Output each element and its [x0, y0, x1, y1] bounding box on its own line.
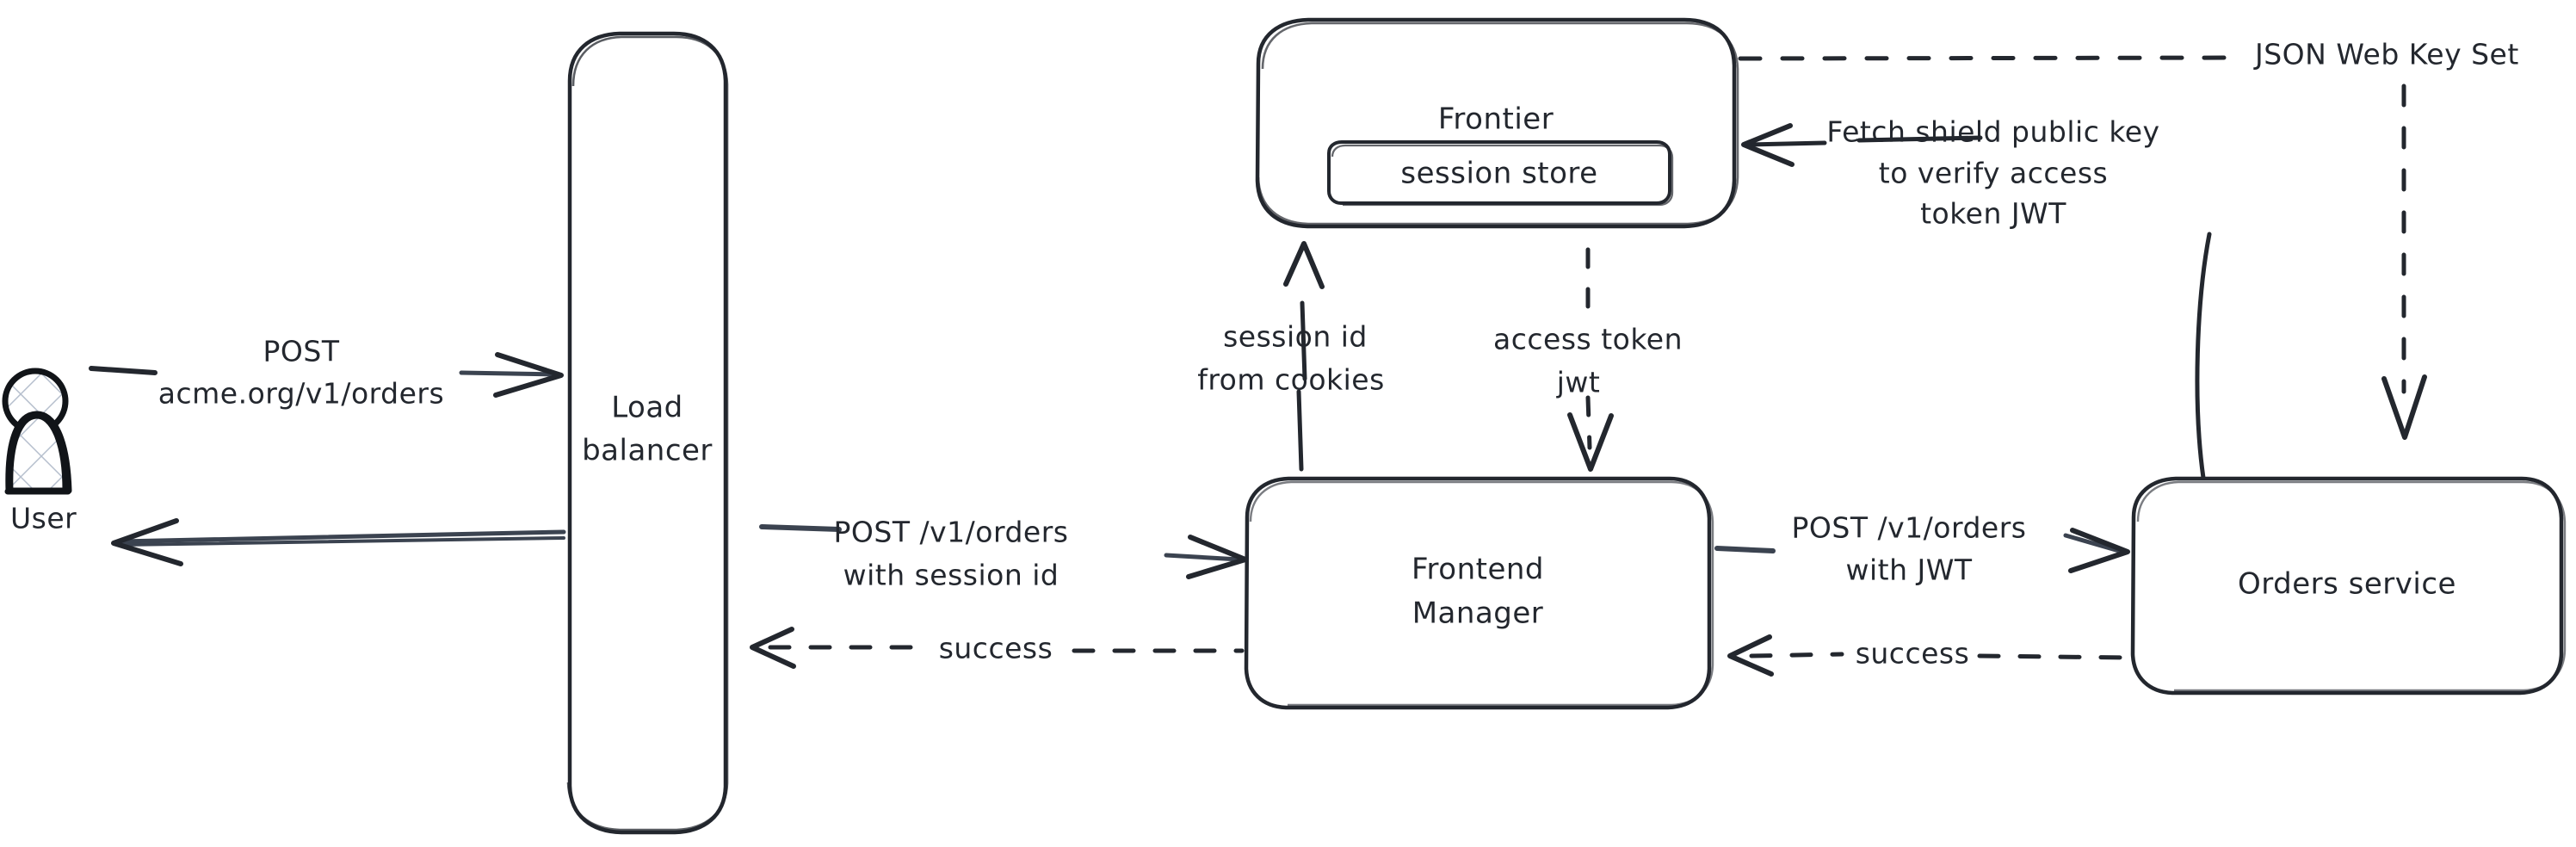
frontend-manager-label-line1: Frontend [1412, 553, 1544, 587]
edge-orders-service-to-frontier [1741, 123, 2212, 480]
node-orders-service[interactable] [2130, 476, 2567, 696]
edge-orders-to-frontier-label-line3: token JWT [1920, 197, 2066, 231]
edge-load-balancer-to-frontend-manager [759, 524, 1248, 579]
edge-frontend-manager-to-frontier [1283, 241, 1325, 472]
user-label: User [10, 502, 77, 535]
edge-frontier-to-fm-label-line1: access token [1493, 323, 1683, 356]
orders-service-label: Orders service [2238, 567, 2456, 602]
edge-lb-to-fm-label-line1: POST /v1/orders [834, 516, 1069, 549]
edge-frontend-manager-to-orders-service [1714, 528, 2130, 573]
node-session-store[interactable] [1327, 140, 1674, 207]
edge-frontend-manager-to-load-balancer [750, 627, 1245, 669]
edge-frontier-to-orders-service-jwks [1738, 55, 2427, 440]
edge-fm-to-lb-success-label: success [939, 632, 1053, 665]
edge-fm-to-orders-label-line1: POST /v1/orders [1792, 511, 2027, 545]
edge-orders-service-to-frontend-manager [1727, 634, 2131, 677]
edge-frontier-to-frontend-manager [1567, 247, 1614, 472]
node-frontend-manager[interactable] [1244, 476, 1714, 710]
edge-orders-to-frontier-label-line2: to verify access [1879, 157, 2108, 190]
edge-orders-to-frontier-label-line1: Fetch shield public key [1826, 115, 2159, 149]
user-actor-icon [2, 368, 72, 495]
load-balancer-label-line2: balancer [582, 434, 713, 468]
frontend-manager-label-line2: Manager [1412, 597, 1544, 631]
node-load-balancer[interactable] [566, 31, 729, 835]
edge-fm-to-frontier-label-line2: from cookies [1197, 363, 1385, 397]
edge-fm-to-orders-label-line2: with JWT [1845, 553, 1972, 587]
edge-frontier-to-fm-label-line2: jwt [1556, 366, 1601, 399]
edge-fm-to-frontier-label-line1: session id [1223, 320, 1368, 354]
edge-orders-to-fm-success-label: success [1856, 637, 1970, 671]
edge-jwks-label: JSON Web Key Set [2253, 38, 2519, 71]
edge-user-to-load-balancer [89, 352, 564, 398]
edge-lb-to-fm-label-line2: with session id [843, 559, 1059, 592]
edge-user-to-lb-label-line2: acme.org/v1/orders [158, 377, 444, 411]
edge-load-balancer-to-user [111, 518, 566, 566]
frontier-label: Frontier [1438, 102, 1554, 137]
session-store-label: session store [1400, 157, 1597, 191]
load-balancer-label-line1: Load [611, 391, 683, 425]
edge-user-to-lb-label-line1: POST [263, 335, 340, 368]
